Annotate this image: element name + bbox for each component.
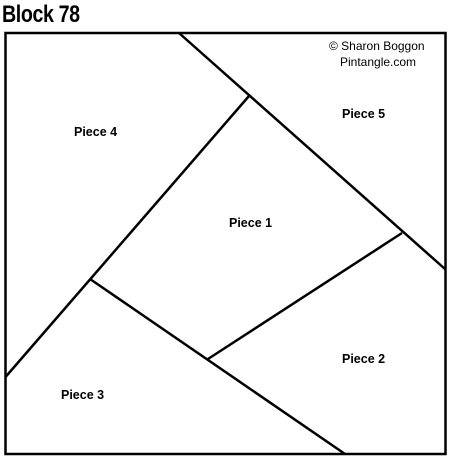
credit-line-1: © Sharon Boggon [329,39,425,53]
credit-background [326,36,442,70]
seam-line-left-long [4,95,250,378]
credit-line-2: Pintangle.com [340,55,416,69]
piece-label-2: Piece 2 [342,352,385,366]
seam-line-diagonal-right [178,32,446,270]
piece-label-4: Piece 4 [74,125,117,139]
seam-line-middle-right [207,231,403,361]
piece-label-1: Piece 1 [229,216,272,230]
seam-line-bottom-diagonal [89,277,346,456]
block-border [4,31,447,456]
piece-label-3: Piece 3 [61,388,104,402]
block-title: Block 78 [2,1,80,28]
piece-label-5: Piece 5 [342,107,385,121]
